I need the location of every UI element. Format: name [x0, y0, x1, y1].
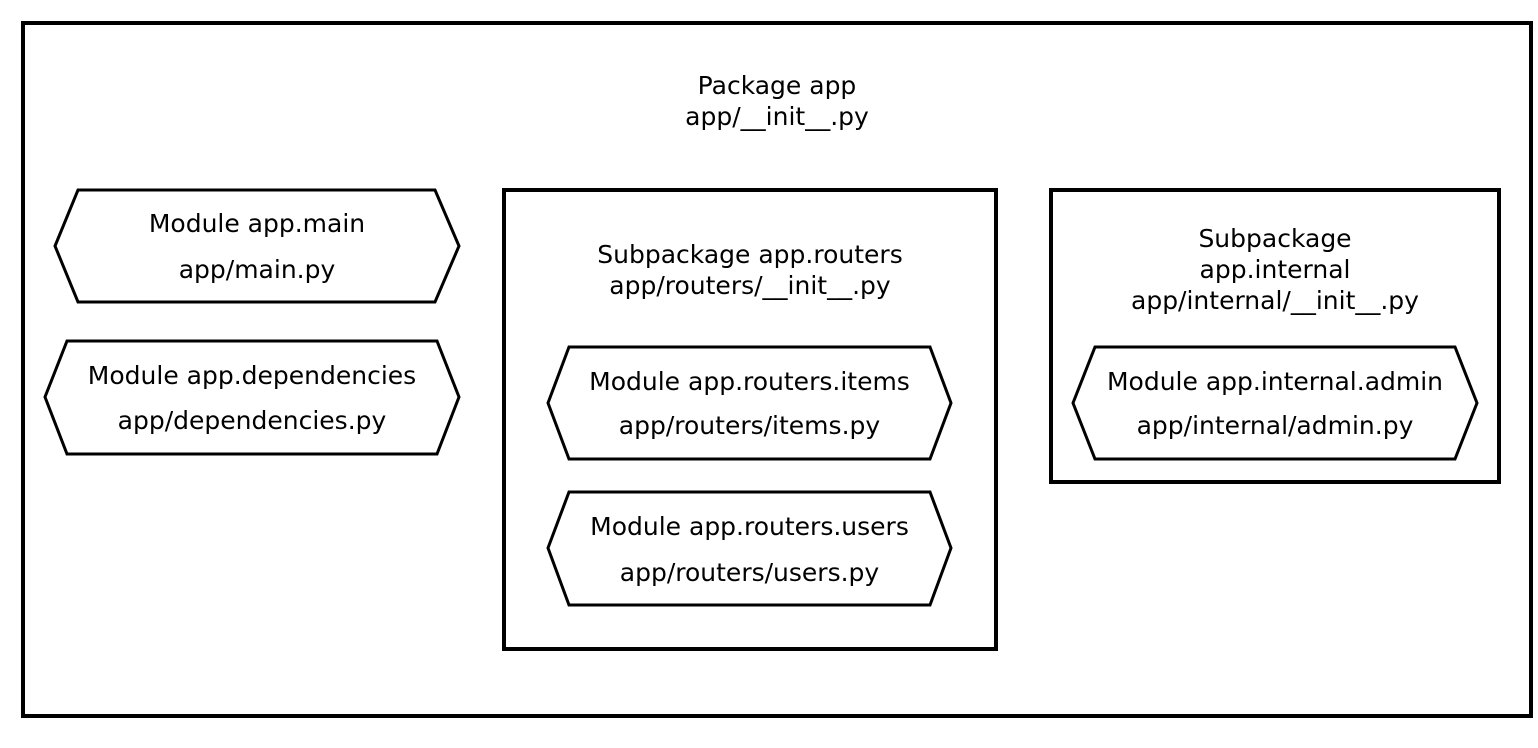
package-app-label: Package app app/__init__.py: [577, 70, 977, 132]
module-file: app/internal/admin.py: [1136, 411, 1414, 440]
hexagon-shape: [1071, 345, 1479, 461]
hexagon-shape: [546, 345, 953, 461]
subpackage-internal-label: Subpackage app.internal app/internal/__i…: [1049, 223, 1501, 316]
hexagon-shape: [53, 188, 461, 304]
module-name: Module app.dependencies: [87, 361, 417, 390]
module-file: app/dependencies.py: [117, 406, 387, 435]
module-app-main: Module app.main app/main.py: [53, 188, 461, 304]
module-app-routers-users: Module app.routers.users app/routers/use…: [546, 490, 953, 607]
package-file: app/__init__.py: [685, 102, 869, 131]
module-file: app/main.py: [178, 255, 336, 284]
subpackage-file: app/routers/__init__.py: [609, 271, 891, 300]
package-title: Package app: [697, 71, 857, 100]
module-name: Module app.main: [148, 209, 366, 238]
module-name: Module app.routers.items: [589, 367, 910, 396]
module-app-routers-items: Module app.routers.items app/routers/ite…: [546, 345, 953, 461]
module-app-internal-admin: Module app.internal.admin app/internal/a…: [1071, 345, 1479, 461]
module-app-dependencies: Module app.dependencies app/dependencies…: [43, 339, 461, 456]
hexagon-shape: [546, 490, 953, 607]
subpackage-title-line2: app.internal: [1199, 255, 1351, 284]
hexagon-shape: [43, 339, 461, 456]
module-name: Module app.internal.admin: [1106, 367, 1444, 396]
module-file: app/routers/users.py: [619, 558, 880, 587]
subpackage-title-line1: Subpackage: [1198, 224, 1352, 253]
subpackage-routers-label: Subpackage app.routers app/routers/__ini…: [502, 239, 998, 301]
module-name: Module app.routers.users: [590, 512, 909, 541]
subpackage-title: Subpackage app.routers: [597, 240, 903, 269]
subpackage-file: app/internal/__init__.py: [1131, 286, 1419, 315]
module-file: app/routers/items.py: [618, 411, 881, 440]
